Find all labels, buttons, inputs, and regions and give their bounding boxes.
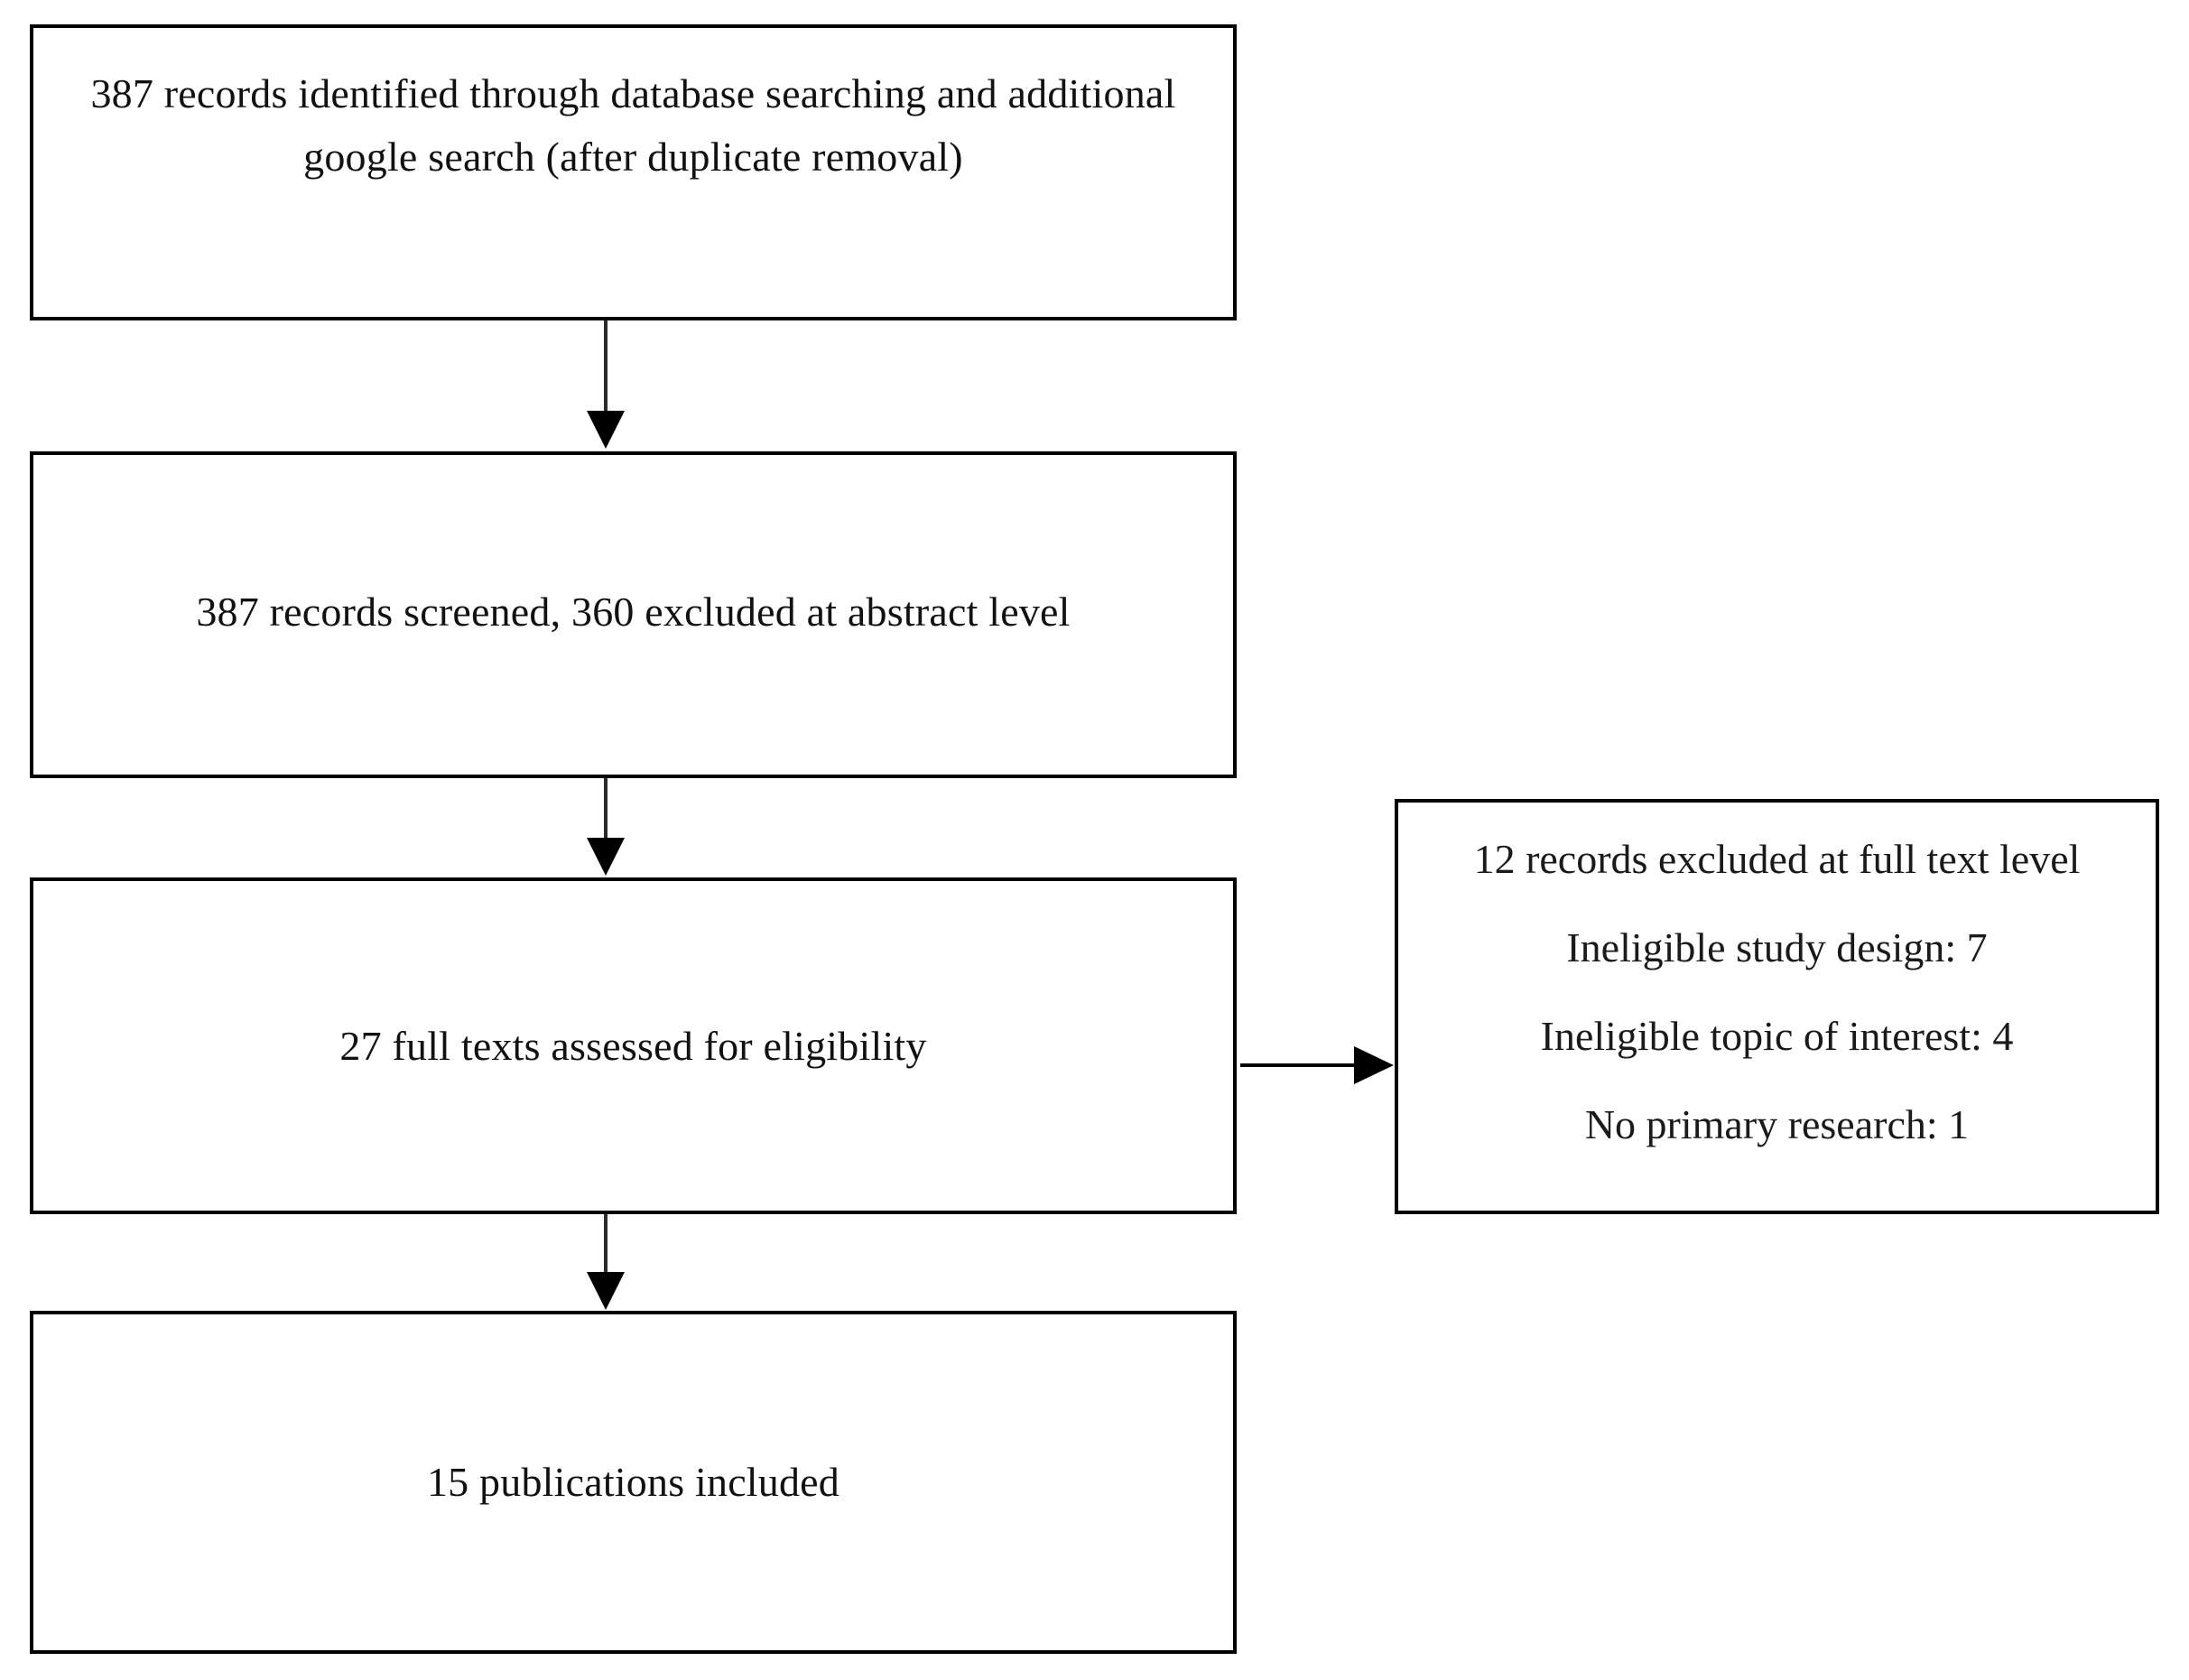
node-screening: 387 records screened, 360 excluded at ab… [30, 451, 1237, 778]
node-included: 15 publications included [30, 1311, 1237, 1654]
arrow-shaft [604, 1214, 608, 1277]
node-included-text: 15 publications included [426, 1459, 840, 1505]
node-identification: 387 records identified through database … [30, 24, 1237, 320]
node-identification-text: 387 records identified through database … [90, 70, 1187, 180]
node-excluded-heading: 12 records excluded at full text level [1473, 836, 2081, 882]
node-eligibility-text: 27 full texts assessed for eligibility [339, 1022, 927, 1069]
arrow-head-right-icon [1354, 1046, 1394, 1084]
arrow-head-down-icon [587, 411, 625, 449]
node-eligibility: 27 full texts assessed for eligibility [30, 877, 1237, 1214]
arrow-head-down-icon [587, 1272, 625, 1310]
node-screening-text: 387 records screened, 360 excluded at ab… [196, 589, 1071, 636]
arrow-shaft [604, 320, 608, 415]
exclusion-reason-no-primary-research: No primary research: 1 [1584, 1101, 1970, 1148]
arrow-head-down-icon [587, 838, 625, 876]
arrow-shaft [1240, 1063, 1356, 1067]
arrow-shaft [604, 778, 608, 843]
exclusion-reason-study-design: Ineligible study design: 7 [1566, 924, 1988, 971]
node-excluded: 12 records excluded at full text level I… [1395, 799, 2159, 1214]
exclusion-reason-topic-of-interest: Ineligible topic of interest: 4 [1540, 1013, 2014, 1060]
